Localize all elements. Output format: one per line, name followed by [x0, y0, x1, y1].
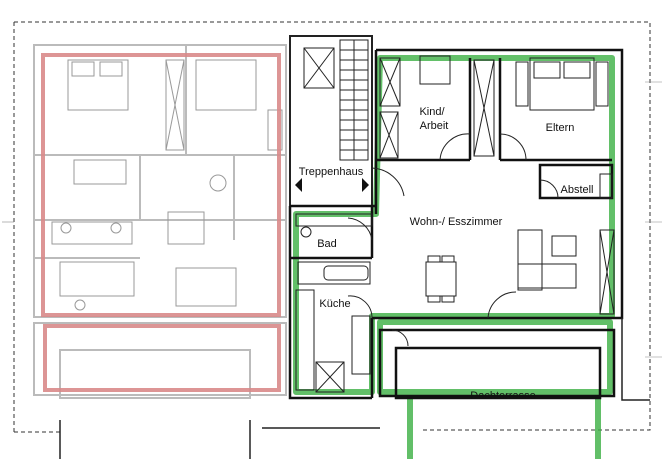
label-abstell: Abstell — [560, 184, 593, 196]
label-eltern: Eltern — [546, 122, 575, 134]
building-boundary — [13, 21, 651, 433]
lower-outlines — [59, 318, 650, 459]
right-unit-furniture — [295, 55, 615, 393]
label-dachterrasse: Dachterrasse — [470, 390, 535, 402]
right-unit-walls — [288, 48, 624, 400]
label-treppenhaus: Treppenhaus — [299, 166, 364, 178]
stairwell-inner — [303, 39, 369, 161]
label-kueche: Küche — [319, 298, 350, 310]
left-unit-furniture — [51, 59, 283, 311]
stair-arrows — [295, 178, 369, 192]
stairwell — [289, 35, 373, 207]
label-kind-arbeit-2: Arbeit — [420, 120, 449, 132]
left-unit-highlight — [41, 53, 281, 392]
label-kind-arbeit-1: Kind/ — [419, 106, 445, 118]
doors — [347, 133, 559, 347]
dimension-marks — [2, 81, 662, 358]
label-bad: Bad — [317, 238, 337, 250]
label-wohn-esszimmer: Wohn-/ Esszimmer — [410, 216, 503, 228]
